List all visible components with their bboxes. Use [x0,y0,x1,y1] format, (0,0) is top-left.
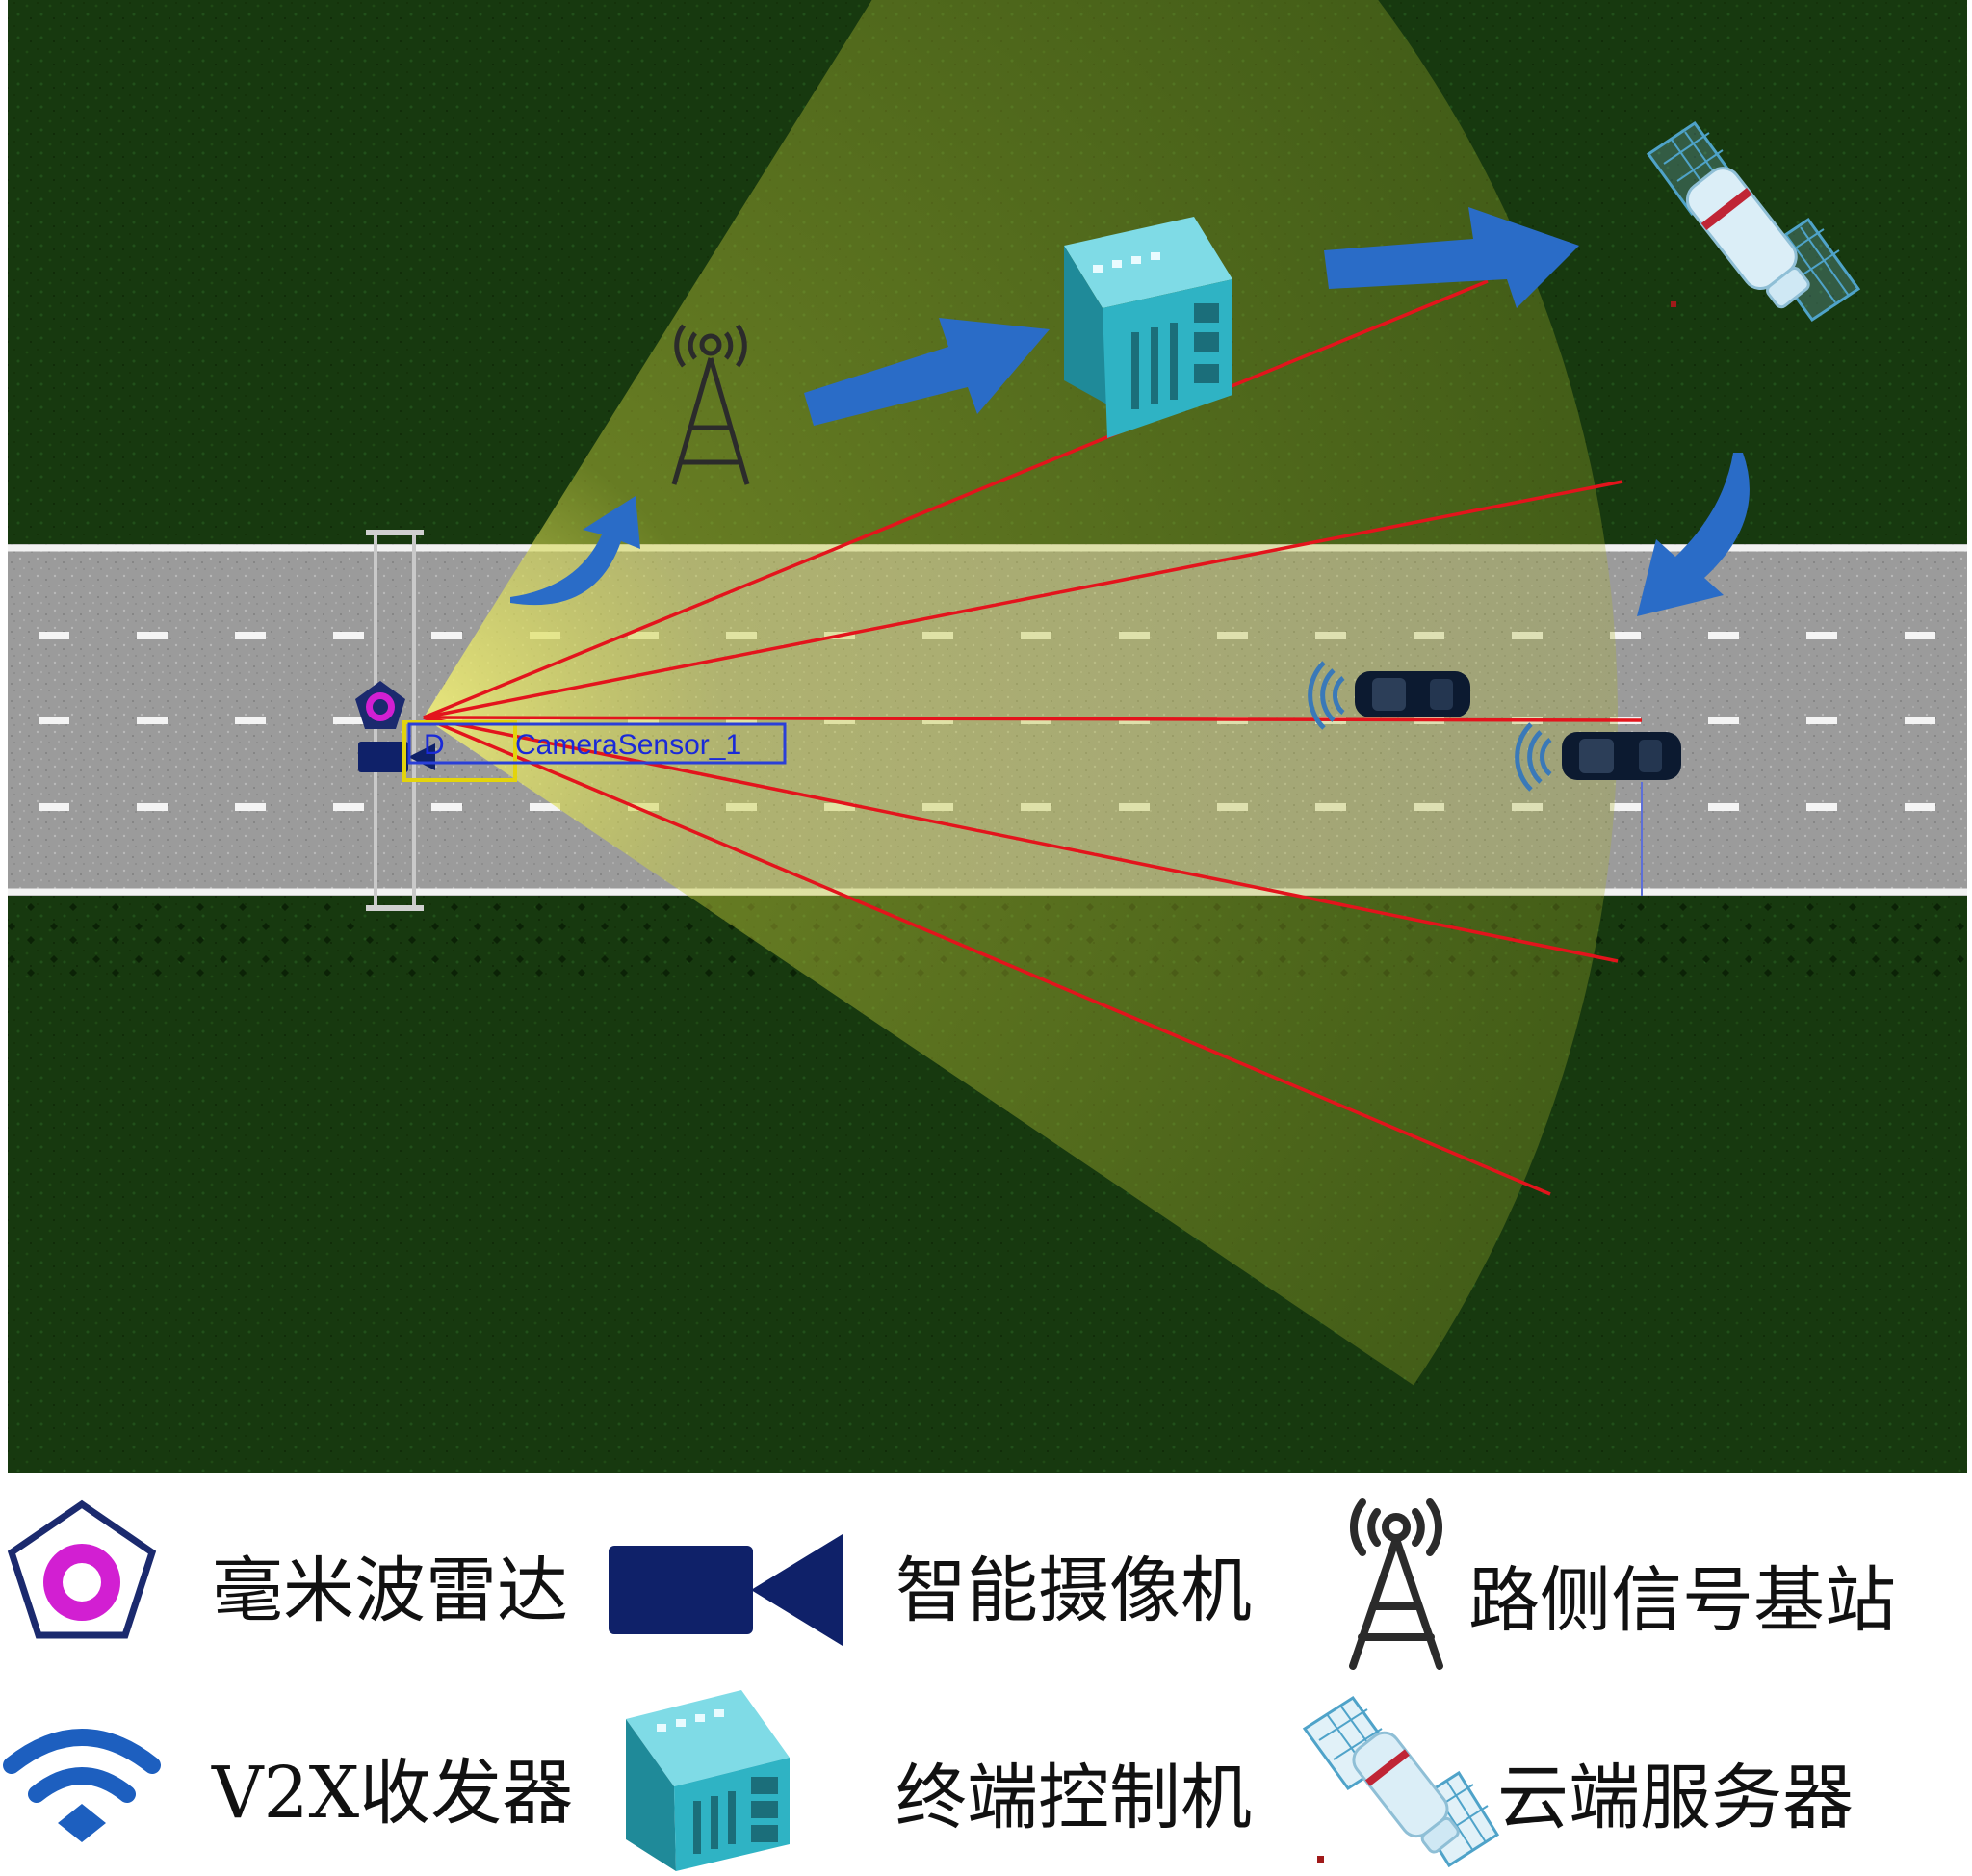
lane-dash [1806,717,1837,724]
radar-icon [7,1499,157,1639]
lane-dash [39,717,69,724]
lane-dash [1610,632,1641,639]
tower-icon [1349,1498,1443,1670]
legend-tower: 路侧信号基站 [1319,1483,1972,1676]
lane-dash [235,717,266,724]
lane-dash [1806,632,1837,639]
server-icon [626,1690,790,1871]
detection-rays [423,279,1643,1196]
lane-dash [137,632,168,639]
vehicle-1 [1355,671,1470,717]
lane-dash [333,803,364,811]
lane-dash [1806,803,1837,811]
legend-label-radar: 毫米波雷达 [212,1550,568,1632]
lane-dash [235,632,266,639]
legend-satellite: 云端服务器 [1300,1690,1972,1873]
legend-v2x: V2X收发器 [0,1690,578,1873]
vehicle-2 [1562,732,1681,780]
detection-ray [423,716,1551,1196]
sensor-field-of-view [424,0,1618,1386]
camera-tag-prefix: D [424,729,445,761]
legend-label-v2x: V2X收发器 [212,1752,574,1835]
lane-dash [1708,717,1739,724]
server-icon [1064,217,1232,438]
legend-server: 终端控制机 [607,1681,1281,1873]
flow-arrow-to-road [1637,453,1750,616]
lane-dash [1708,632,1739,639]
detection-ray [423,480,1623,719]
lane-dash [137,803,168,811]
v2x-signal-2 [1515,722,1552,792]
camera-sensor-label: D CameraSensor_1 [407,722,787,765]
lane-dash [39,632,69,639]
legend-camera: 智能摄像机 [607,1483,1281,1676]
camera-icon [609,1534,843,1646]
legend-label-tower: 路侧信号基站 [1468,1559,1896,1642]
radar-icon [355,681,405,729]
lane-dash [431,803,462,811]
lane-dash [333,717,364,724]
detection-box [402,720,517,782]
legend-label-satellite: 云端服务器 [1497,1757,1854,1839]
legend-label-server: 终端控制机 [895,1757,1252,1839]
detection-ray [423,716,1619,963]
camera-tag: CameraSensor_1 [515,729,741,761]
tower-icon [671,324,750,485]
lane-dash [1905,803,1935,811]
satellite-icon [1646,120,1861,323]
lane-dash [137,717,168,724]
flow-arrow-to-cloud [1324,207,1579,308]
v2x-signal-1 [1308,661,1345,730]
flow-arrow-to-tower [510,496,640,606]
legend-label-camera: 智能摄像机 [895,1550,1252,1632]
lane-dash [1905,632,1935,639]
v2x-icon [3,1729,161,1842]
lane-dash [530,803,560,811]
lane-dash [1708,803,1739,811]
detection-ray [423,279,1489,719]
traffic-scene: D CameraSensor_1 [8,0,1967,1473]
legend-radar: 毫米波雷达 [0,1483,578,1676]
lane-dash [333,632,364,639]
lane-dash [1610,803,1641,811]
detection-ray [423,716,1643,722]
lane-dash [1905,717,1935,724]
lane-dash [235,803,266,811]
flow-arrow-to-server [804,318,1050,426]
lane-dash [39,803,69,811]
satellite-icon [1302,1695,1500,1868]
lane-dash [431,632,462,639]
